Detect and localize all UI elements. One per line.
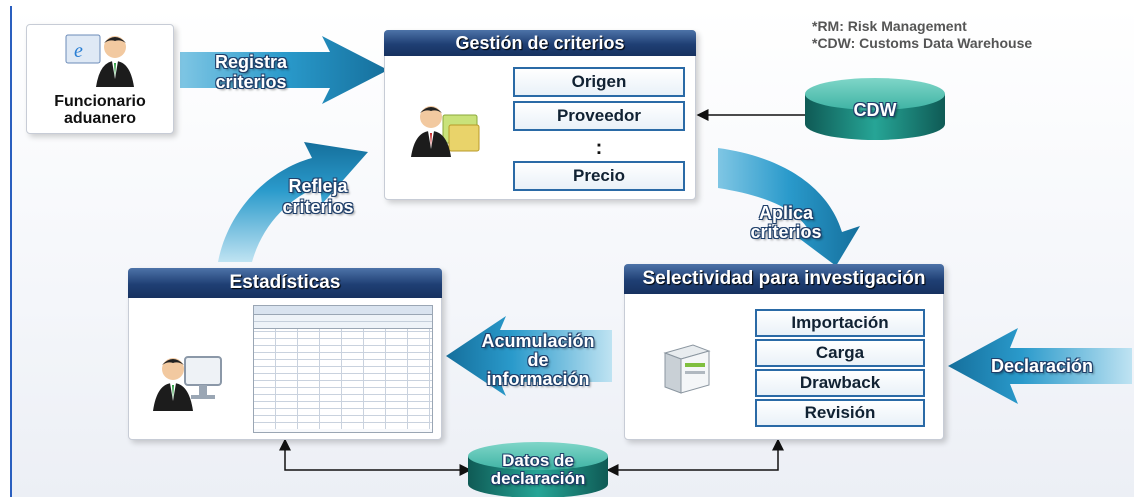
legend-notes: *RM: Risk Management *CDW: Customs Data …: [812, 18, 1032, 52]
official-box: e Funcionario aduanero: [26, 24, 174, 134]
criteria-panel: Gestión de criterios Origen Proveedor : …: [384, 30, 696, 200]
registra-line1: Registra: [214, 52, 288, 72]
refleja-line1: Refleja: [288, 176, 348, 196]
cdw-label: CDW: [853, 100, 897, 120]
note-rm: *RM: Risk Management: [812, 18, 967, 34]
official-line2: aduanero: [63, 110, 136, 127]
criteria-item-origen: Origen: [513, 67, 685, 97]
datos-line2: declaración: [490, 469, 586, 488]
criteria-item-ellipsis: :: [595, 137, 603, 159]
datos-right-connector: [606, 438, 784, 476]
stats-title: Estadísticas: [128, 268, 442, 298]
person-computer-icon: e: [65, 34, 134, 87]
acumulacion-line2: de: [527, 350, 549, 370]
datos-left-connector: [279, 438, 472, 476]
criteria-item-precio: Precio: [513, 161, 685, 191]
acumulacion-line1: Acumulación: [481, 331, 595, 351]
criteria-item-proveedor: Proveedor: [513, 101, 685, 131]
selectivity-item-revision: Revisión: [755, 399, 925, 427]
datos-line1: Datos de: [502, 451, 574, 470]
declaracion-label: Declaración: [990, 356, 1094, 376]
datos-cylinder: [468, 442, 608, 497]
official-line1: Funcionario: [54, 93, 146, 110]
cdw-cylinder: [805, 78, 945, 140]
selectivity-item-importacion: Importación: [755, 309, 925, 337]
refleja-arrow: [218, 142, 368, 262]
selectivity-title: Selectividad para investigación: [624, 264, 944, 294]
stats-panel: Estadísticas: [128, 268, 442, 440]
registra-arrow: [180, 36, 388, 104]
note-cdw: *CDW: Customs Data Warehouse: [812, 35, 1033, 51]
selectivity-item-drawback: Drawback: [755, 369, 925, 397]
acumulacion-label: Acumulación de información: [470, 332, 606, 389]
refleja-label: Refleja criterios: [258, 176, 378, 218]
acumulacion-line3: información: [486, 369, 590, 389]
person-monitor-icon: [153, 356, 222, 411]
aplica-arrow: [718, 148, 860, 266]
person-folder-icon: [411, 106, 480, 157]
aplica-label: Aplica criterios: [726, 204, 846, 242]
selectivity-panel: Selectividad para investigación Importac…: [624, 264, 944, 440]
refleja-line2: criterios: [282, 197, 354, 217]
svg-text:e: e: [74, 40, 83, 62]
criteria-title: Gestión de criterios: [384, 30, 696, 56]
registra-label: Registra criterios: [196, 52, 306, 92]
declaracion-arrow: [948, 328, 1132, 404]
aplica-line1: Aplica: [758, 203, 814, 223]
registra-line2: criterios: [215, 72, 287, 92]
selectivity-item-carga: Carga: [755, 339, 925, 367]
acumulacion-arrow: [446, 316, 612, 396]
datos-label: Datos de declaración: [468, 452, 608, 488]
aplica-line2: criterios: [750, 222, 822, 242]
server-icon: [663, 344, 711, 394]
report-thumbnail: [253, 305, 433, 433]
